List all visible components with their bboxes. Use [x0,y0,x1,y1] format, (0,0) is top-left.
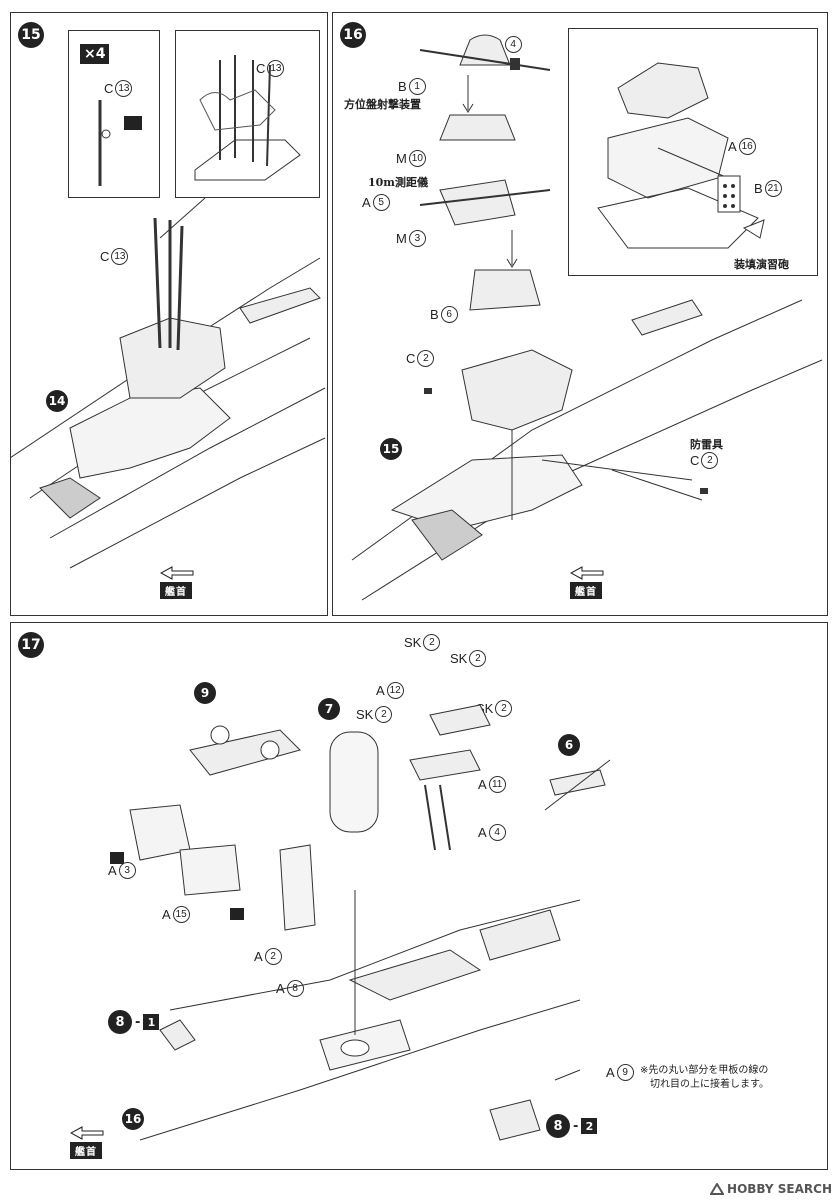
director-label: 方位盤射撃装置 [344,98,421,111]
ref-step-6-badge: 6 [558,734,580,756]
bow-direction-16: 艦首 [570,566,604,599]
ref-step-14-badge: 14 [46,390,68,412]
step-16-detail-box [568,28,818,276]
ref-step-15-badge: 15 [380,438,402,460]
step-15-detail-box-right [175,30,320,198]
bow-direction-15: 艦首 [160,566,194,599]
bridge-top-detail-illustration [568,28,818,276]
ref-step-9-badge: 9 [194,682,216,704]
step-17-badge: 17 [18,632,44,658]
searchlight-and-funnel-illustration [180,650,620,850]
paravane-label: 防雷具 [690,438,723,451]
mast-rod-illustration [68,30,142,198]
sub-step-8-2: 8-2 [546,1114,598,1138]
fire-control-assembly-illustration [380,30,580,330]
assembly-note-line-1: ※先の丸い部分を甲板の線の [640,1065,769,1076]
loading-drill-gun-label: 装填演習砲 [734,258,789,271]
step-16-ship-hull-illustration [332,260,828,616]
arrow-left-icon [160,566,194,580]
rangefinder-label: 10m測距儀 [368,176,428,189]
step-15-ship-hull-illustration [10,198,328,616]
hobby-search-logo-icon [710,1183,725,1195]
step-15-badge: 15 [18,22,44,48]
step-15-panel [10,12,328,616]
step-17-ship-deck-illustration [100,890,590,1170]
sub-step-8-1: 8-1 [108,1010,160,1034]
multiplier-badge: ×4 [80,44,110,64]
arrow-left-icon [70,1126,104,1140]
step-16-panel [332,12,828,616]
step-15-detail-box-left [68,30,160,198]
assembly-note: ※先の丸い部分を甲板の線の 切れ目の上に接着します。 [640,1064,769,1092]
assembly-note-line-2: 切れ目の上に接着します。 [650,1079,769,1090]
step-16-badge: 16 [340,22,366,48]
bow-direction-17: 艦首 [70,1126,104,1159]
ref-step-7-badge: 7 [318,698,340,720]
watermark: HOBBY SEARCH [710,1182,832,1196]
step-17-panel [10,622,828,1170]
bridge-mast-detail-illustration [175,30,320,198]
platform-assembly-illustration [110,790,330,950]
ref-step-16-badge: 16 [122,1108,144,1130]
arrow-left-icon [570,566,604,580]
